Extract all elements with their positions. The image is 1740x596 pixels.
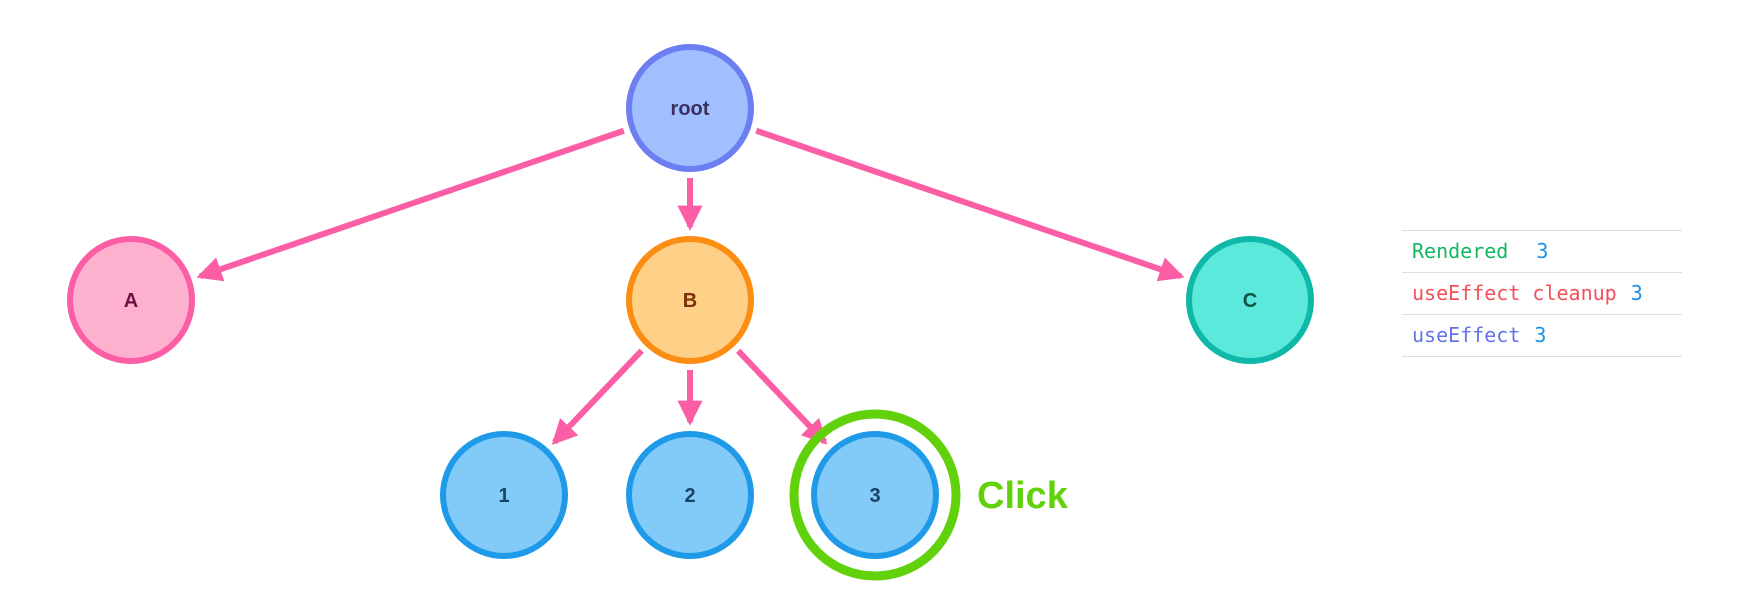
log-row-rendered: Rendered 3 (1402, 231, 1682, 273)
log-label: Rendered (1412, 239, 1509, 263)
log-count: 3 (1534, 323, 1547, 347)
log-label: useEffect cleanup (1412, 281, 1617, 305)
node-2[interactable]: 2 (626, 431, 754, 559)
edge-root-to-c (755, 127, 1185, 282)
node-c[interactable]: C (1186, 236, 1314, 364)
node-c-label: C (1243, 290, 1257, 312)
node-a-label: A (124, 290, 138, 312)
edge-root-to-a (196, 127, 625, 282)
node-1[interactable]: 1 (440, 431, 568, 559)
node-a[interactable]: A (67, 236, 195, 364)
log-row-useeffect-cleanup: useEffect cleanup 3 (1402, 273, 1682, 315)
render-log: Rendered 3 useEffect cleanup 3 useEffect 3 (1402, 230, 1682, 357)
log-row-useeffect: useEffect 3 (1402, 315, 1682, 357)
edge-b-to-1 (551, 348, 644, 445)
node-root[interactable]: root (626, 44, 754, 172)
click-label: Click (977, 475, 1069, 517)
edge-b-to-3 (736, 348, 828, 445)
node-b-label: B (683, 290, 697, 312)
tree-edges (196, 127, 1185, 445)
node-b[interactable]: B (626, 236, 754, 364)
node-1-label: 1 (498, 485, 509, 507)
log-label: useEffect (1412, 323, 1521, 347)
node-3-label: 3 (869, 485, 880, 507)
node-3[interactable]: 3 (811, 431, 939, 559)
node-root-label: root (671, 98, 710, 120)
click-highlight-ring (789, 409, 961, 581)
log-count: 3 (1630, 281, 1643, 305)
log-count: 3 (1536, 239, 1549, 263)
node-2-label: 2 (684, 485, 695, 507)
